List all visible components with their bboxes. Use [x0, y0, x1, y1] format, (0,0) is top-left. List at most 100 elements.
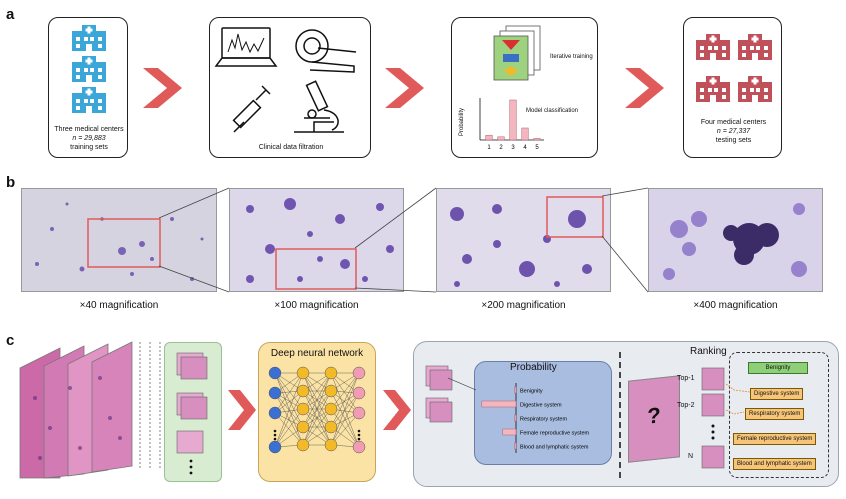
nn-ellipsis-dot [273, 433, 277, 437]
tick-label-1: 1 [487, 145, 491, 151]
neural-network-icon [268, 366, 366, 454]
nn-edge [330, 408, 360, 448]
micrograph-100x [229, 188, 404, 292]
magnification-label-400: ×400 magnification [693, 300, 778, 311]
panel-a-graphics [143, 68, 664, 108]
tick-label-2: 2 [499, 145, 503, 151]
microscope-icon [294, 80, 344, 133]
chevron-arrow-icon [143, 68, 664, 108]
nn-ellipsis-dot [357, 429, 361, 433]
flowchart-stack-icon [493, 25, 541, 81]
nn-edge [274, 412, 304, 446]
chevron-arrow-icon [228, 390, 256, 430]
syringe-icon [232, 85, 271, 133]
dnn-title: Deep neural network [270, 348, 364, 359]
nn-edge [330, 372, 360, 446]
nn-edge [274, 372, 304, 410]
nn-node [324, 438, 338, 452]
prob-bar-4 [514, 442, 517, 450]
testing-line1: Four medical centers [700, 119, 767, 126]
prob-bar-3 [502, 428, 517, 436]
model-card: Iterative training Model classification … [451, 17, 598, 158]
nn-edge [274, 372, 304, 448]
training-line2: n = 29,883 [72, 135, 106, 142]
nn-edge [330, 372, 360, 428]
ranked-patches-icon [701, 367, 725, 469]
bar-5 [533, 138, 541, 141]
dashed-divider [619, 352, 621, 480]
rank-top2: Top-2 [677, 402, 695, 409]
probability-bar-chart: 1 2 3 4 5 [479, 98, 544, 151]
tick-label-3: 3 [511, 145, 515, 151]
nn-node [296, 366, 310, 380]
nn-node [268, 366, 282, 380]
nn-node [352, 440, 366, 454]
panel-label-b: b [6, 174, 16, 191]
ranking-class-digestive: Digestive system [750, 388, 804, 400]
prob-class-label-1: Digestive system [520, 403, 562, 409]
rank-n: N [688, 453, 694, 460]
micrograph-400x [648, 188, 823, 292]
nn-edge [330, 412, 360, 446]
patch-panel [164, 342, 222, 482]
nn-edge [302, 372, 332, 446]
nn-ellipsis-dot [357, 433, 361, 437]
nn-edge [274, 372, 304, 446]
nn-node [352, 386, 366, 400]
bar-1 [485, 134, 493, 141]
tick-label-5: 5 [535, 145, 539, 151]
nn-edge [330, 372, 360, 410]
nn-edge [330, 392, 360, 428]
prob-class-label-3: Female reproductive system [520, 431, 589, 437]
nn-ellipsis-dot [273, 429, 277, 433]
nn-ellipsis-dot [357, 437, 361, 441]
prob-class-label-4: Blood and lymphatic system [520, 445, 589, 451]
ranking-class-blood: Blood and lymphatic system [733, 458, 816, 470]
hospital-blue-icon [72, 25, 106, 113]
magnification-label-200: ×200 magnification [481, 300, 566, 311]
prob-bar-1 [481, 400, 517, 408]
nn-edge [302, 408, 332, 446]
bar-2 [497, 136, 505, 141]
nn-edge [274, 390, 304, 448]
magnification-label-40: ×40 magnification [79, 300, 159, 311]
probability-box [474, 361, 612, 465]
clinical-equipment-icons [214, 27, 357, 133]
nn-node [296, 402, 310, 416]
nn-edge [274, 372, 304, 414]
testing-card: Four medical centers n = 27,337 testing … [683, 17, 782, 158]
model-classification-label: Model classification [526, 108, 579, 114]
probability-axis-label: Probability [459, 107, 465, 136]
dnn-box: Deep neural network [258, 342, 376, 482]
testing-line3: testing sets [715, 137, 752, 144]
ranking-class-female: Female reproductive system [733, 433, 817, 445]
nn-edge [330, 392, 360, 446]
ranking-class-respiratory: Respiratory system [745, 408, 805, 420]
nn-node [296, 420, 310, 434]
prob-class-label-0: Benignity [520, 389, 543, 395]
nn-node [324, 366, 338, 380]
prob-bar-2 [514, 414, 517, 422]
nn-node [268, 440, 282, 454]
panel-label-c: c [6, 332, 15, 349]
tick-label-4: 4 [523, 145, 527, 151]
laptop-icon [214, 27, 278, 67]
micrograph-200x [436, 188, 611, 292]
nn-edge [302, 372, 332, 428]
testing-line2: n = 27,337 [716, 128, 751, 135]
prob-bar-0 [514, 386, 517, 394]
nn-edge [302, 390, 332, 446]
nn-node [324, 402, 338, 416]
nn-node [296, 438, 310, 452]
prob-class-label-2: Respiratory system [520, 417, 567, 423]
magnification-label-100: ×100 magnification [274, 300, 359, 311]
rank-top1: Top-1 [677, 375, 695, 382]
hospital-red-icon [696, 34, 772, 102]
nn-edge [274, 408, 304, 448]
nn-node [268, 386, 282, 400]
nn-node [324, 384, 338, 398]
probability-title: Probability [510, 362, 557, 373]
bar-3 [509, 99, 517, 141]
nn-node [296, 384, 310, 398]
